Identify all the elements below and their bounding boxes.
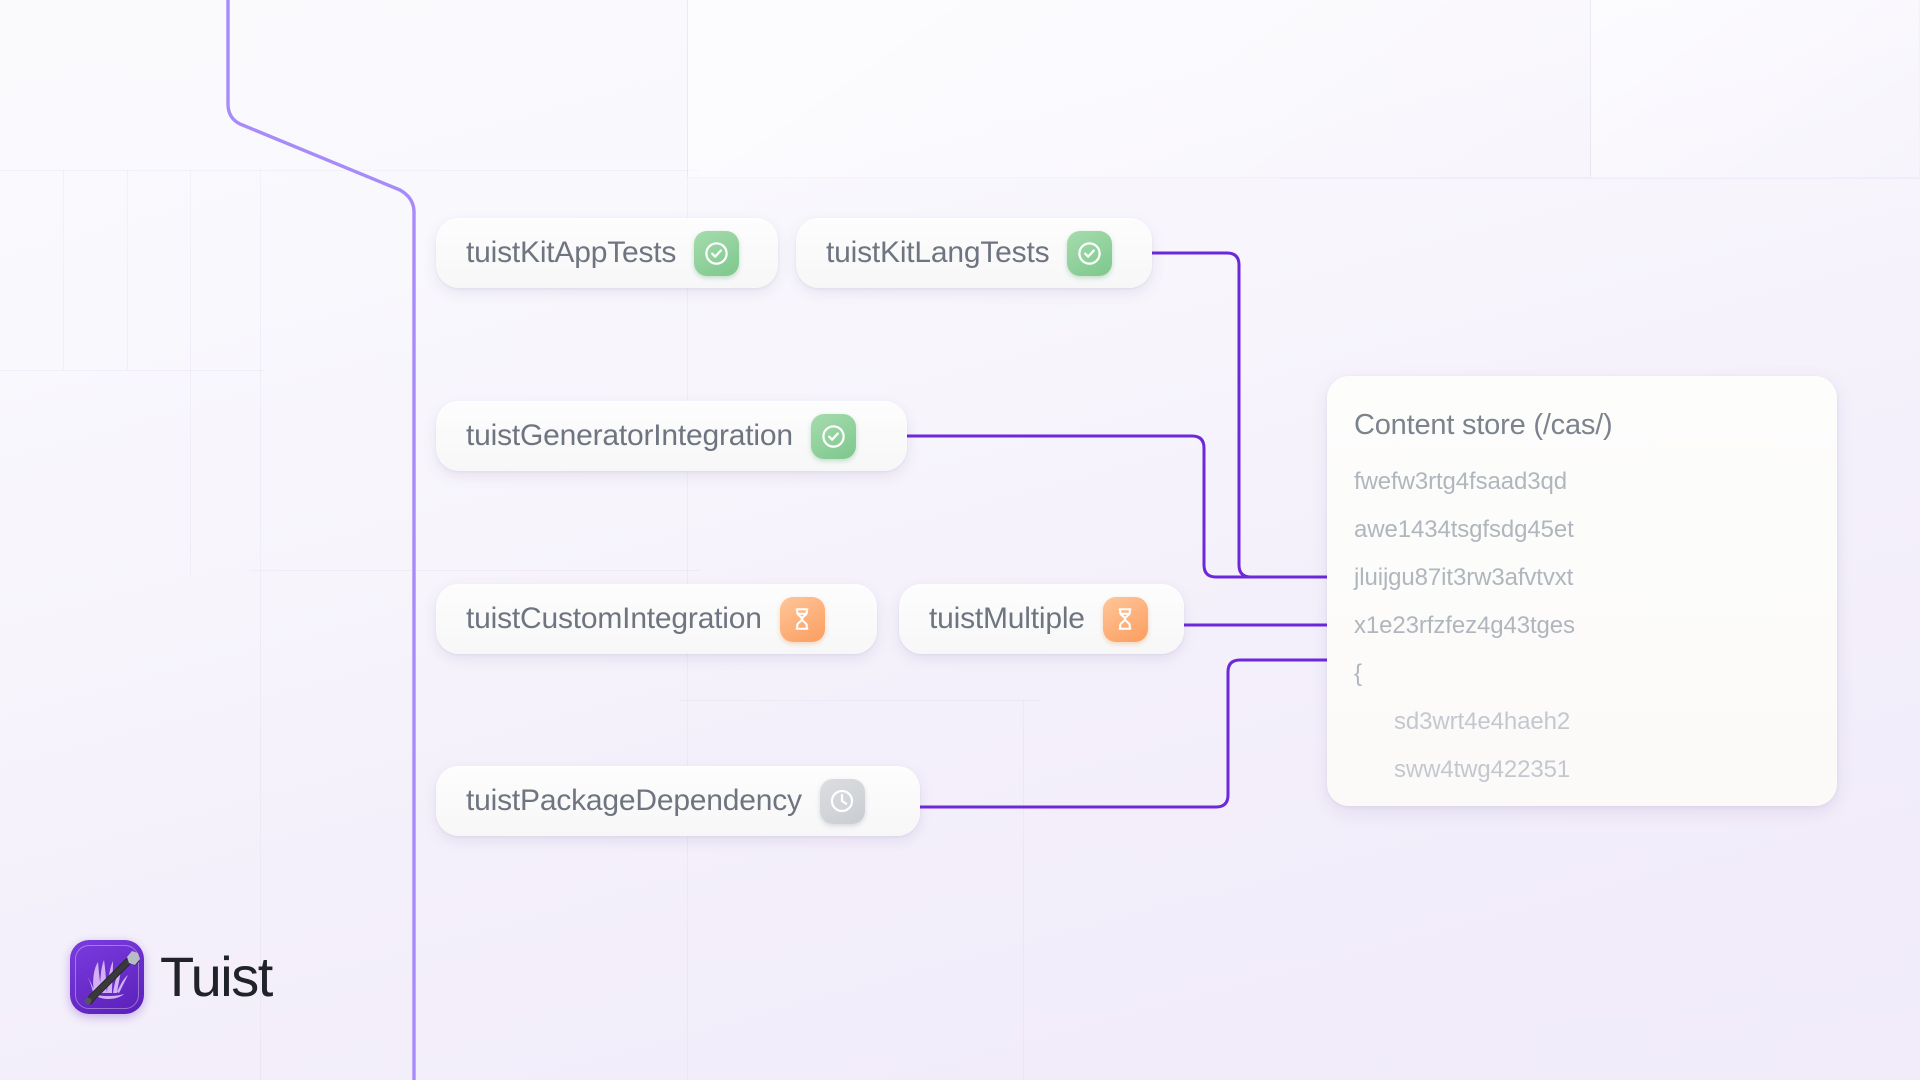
clock-icon <box>819 778 865 824</box>
check-circle-icon <box>694 230 740 276</box>
graph-node-tuistpackagedependency[interactable]: tuistPackageDependency <box>436 766 920 836</box>
node-label: tuistKitLangTests <box>826 236 1050 269</box>
tuist-logo: Tuist <box>70 940 273 1014</box>
node-label: tuistGeneratorIntegration <box>466 419 793 452</box>
content-store-entry: fwefw3rtg4fsaad3qd <box>1354 468 1568 495</box>
hourglass-icon <box>1102 596 1148 642</box>
graph-node-tuistmultiple[interactable]: tuistMultiple <box>899 584 1184 654</box>
tuist-wordmark: Tuist <box>160 945 273 1008</box>
content-store-entry: sd3wrt4e4haeh2 <box>1394 708 1571 735</box>
tuist-app-icon <box>70 940 144 1014</box>
graph-node-tuistkitlangtests[interactable]: tuistKitLangTests <box>796 218 1152 288</box>
content-store-entry: { <box>1354 660 1362 687</box>
node-label: tuistMultiple <box>929 602 1085 635</box>
content-store-panel: Content store (/cas/) fwefw3rtg4fsaad3qd… <box>1327 376 1837 806</box>
check-circle-icon <box>1067 230 1113 276</box>
content-store-entry: x1e23rfzfez4g43tges <box>1354 612 1575 639</box>
graph-node-tuistcustomintegration[interactable]: tuistCustomIntegration <box>436 584 877 654</box>
node-label: tuistCustomIntegration <box>466 602 762 635</box>
graph-node-tuistkitapptests[interactable]: tuistKitAppTests <box>436 218 778 288</box>
check-circle-icon <box>810 413 856 459</box>
graph-node-tuistgeneratorintegration[interactable]: tuistGeneratorIntegration <box>436 401 907 471</box>
content-store-entry: awe1434tsgfsdg45et <box>1354 516 1574 543</box>
content-store-entry: jluijgu87it3rw3afvtvxt <box>1354 564 1574 591</box>
content-store-title: Content store (/cas/) <box>1354 409 1613 441</box>
content-store-entry: sww4twg422351 <box>1394 756 1571 783</box>
hourglass-icon <box>779 596 825 642</box>
node-label: tuistPackageDependency <box>466 784 802 817</box>
node-label: tuistKitAppTests <box>466 236 677 269</box>
